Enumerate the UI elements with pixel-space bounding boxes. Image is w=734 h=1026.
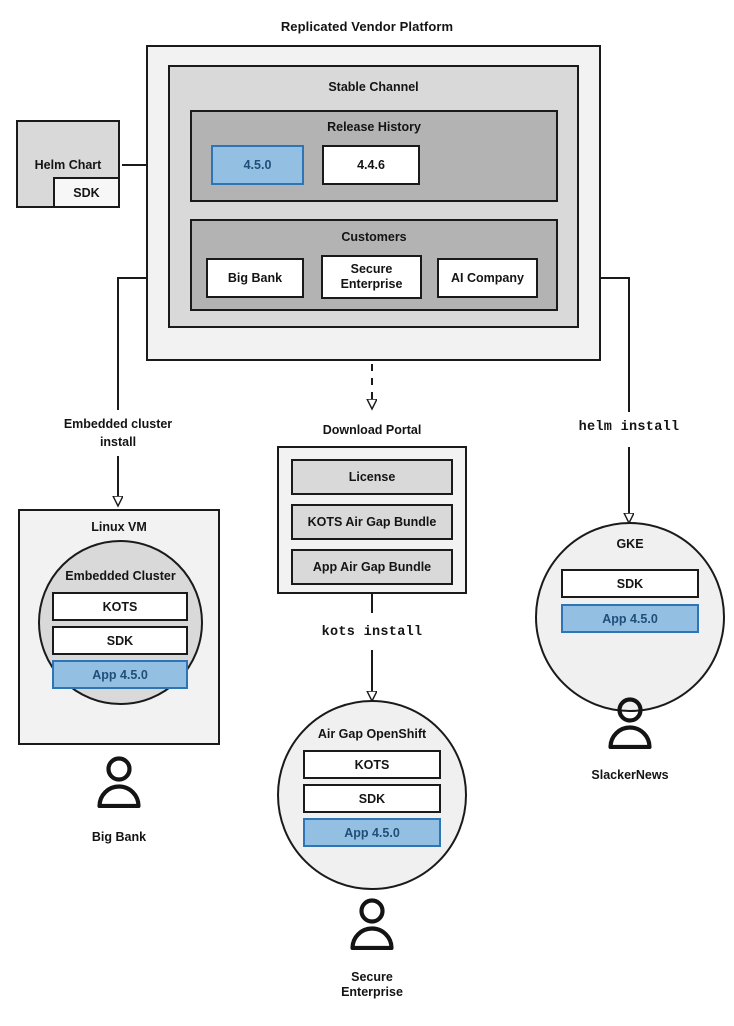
persona-label-secure-enterprise: Secure Enterprise [307, 968, 437, 1002]
download-portal-item-license[interactable]: License [291, 459, 453, 495]
stable-channel-label: Stable Channel [328, 80, 419, 94]
customers-label: Customers [341, 230, 407, 244]
download-portal-item-app-air-gap-bundle[interactable]: App Air Gap Bundle [291, 549, 453, 585]
persona-label-slackernews: SlackerNews [591, 767, 669, 782]
person-icon-big-bank [97, 756, 141, 808]
download-portal-item-kots-air-gap-bundle[interactable]: KOTS Air Gap Bundle [291, 504, 453, 540]
label-kots-install: kots install [321, 624, 423, 640]
label-embedded-cluster-install-line1: Embedded cluster [63, 417, 173, 431]
openshift-component-app[interactable]: App 4.5.0 [303, 818, 441, 847]
target-gke-label: GKE [616, 537, 644, 551]
persona-label-big-bank: Big Bank [91, 829, 147, 844]
target-linux-vm-label: Linux VM [91, 520, 147, 534]
label-embedded-cluster-install-line2: install [99, 435, 137, 449]
openshift-component-sdk[interactable]: SDK [303, 784, 441, 813]
embedded-cluster-label: Embedded Cluster [65, 569, 176, 583]
download-portal-label: Download Portal [322, 423, 422, 437]
customer-chip-big-bank[interactable]: Big Bank [206, 258, 304, 298]
persona-label-secure-enterprise-line1: Secure [351, 970, 393, 984]
gke-component-app[interactable]: App 4.5.0 [561, 604, 699, 633]
customer-chip-secure-enterprise[interactable]: Secure Enterprise [321, 255, 422, 299]
release-chip-4-5-0[interactable]: 4.5.0 [211, 145, 304, 185]
gke-component-sdk[interactable]: SDK [561, 569, 699, 598]
label-helm-install: helm install [578, 419, 680, 435]
label-embedded-cluster-install: Embedded cluster install [42, 413, 194, 453]
linux-vm-component-kots[interactable]: KOTS [52, 592, 188, 621]
helm-chart-label: Helm Chart [34, 158, 102, 172]
persona-label-secure-enterprise-line2: Enterprise [341, 985, 403, 999]
linux-vm-component-app[interactable]: App 4.5.0 [52, 660, 188, 689]
target-air-gap-openshift-label: Air Gap OpenShift [317, 727, 427, 741]
person-icon-secure-enterprise [350, 898, 394, 950]
linux-vm-component-sdk[interactable]: SDK [52, 626, 188, 655]
release-chip-4-4-6[interactable]: 4.4.6 [322, 145, 420, 185]
person-icon-slackernews [608, 697, 652, 749]
helm-chart-sdk-box[interactable]: SDK [53, 177, 120, 208]
openshift-component-kots[interactable]: KOTS [303, 750, 441, 779]
diagram-title: Replicated Vendor Platform [280, 18, 454, 34]
release-history-label: Release History [327, 120, 421, 134]
customer-chip-ai-company[interactable]: AI Company [437, 258, 538, 298]
